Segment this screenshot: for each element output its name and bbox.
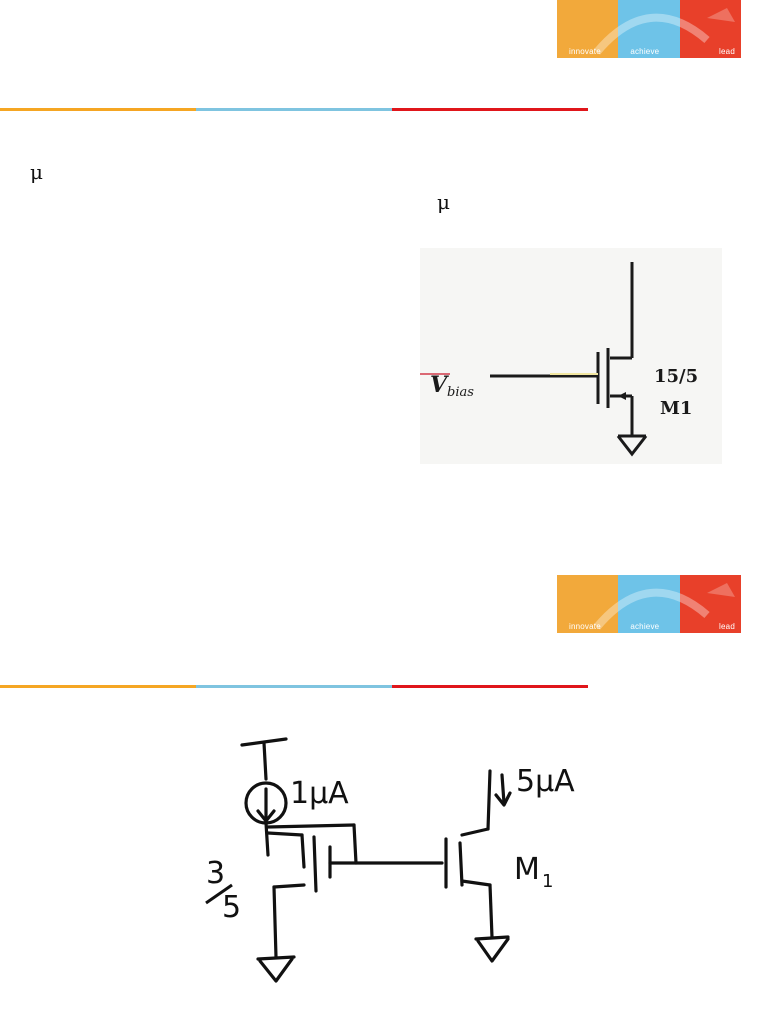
ratio-numerator: 3	[206, 856, 225, 891]
logo-segment-innovate: innovate	[557, 575, 619, 633]
logo-segment-lead: lead	[679, 575, 741, 633]
logo-segment-achieve: achieve	[618, 0, 680, 58]
brand-logo: innovate achieve lead	[557, 575, 741, 633]
output-current-label: 5μA	[516, 764, 575, 799]
slide-2: innovate achieve lead	[0, 545, 768, 1024]
m1-label: M	[514, 852, 540, 887]
logo-segment-achieve: achieve	[618, 575, 680, 633]
source-current-label: 1μA	[290, 776, 349, 811]
header-divider	[0, 108, 588, 111]
slide-1: innovate achieve lead μ μ	[0, 0, 741, 464]
header-divider	[0, 685, 588, 688]
vbias-subscript: bias	[447, 385, 474, 400]
device-label: M1	[660, 398, 692, 419]
logo-word: innovate	[569, 622, 601, 631]
current-mirror-sketch: 1μA 3 5 5μA M 1	[205, 737, 575, 983]
logo-word: achieve	[630, 47, 660, 56]
logo-segment-lead: lead	[679, 0, 741, 58]
brand-logo: innovate achieve lead	[557, 0, 741, 58]
logo-word: achieve	[630, 622, 660, 631]
ratio-denominator: 5	[222, 890, 241, 925]
logo-word: lead	[719, 622, 735, 631]
mu-symbol: μ	[30, 160, 43, 184]
vbias-label: V	[430, 372, 449, 398]
size-label: 15/5	[654, 366, 698, 387]
m1-subscript: 1	[542, 871, 553, 892]
nmos-circuit-diagram: V bias 15/5 M1	[420, 248, 722, 464]
mu-symbol: μ	[437, 190, 450, 214]
logo-word: innovate	[569, 47, 601, 56]
logo-word: lead	[719, 47, 735, 56]
logo-segment-innovate: innovate	[557, 0, 619, 58]
